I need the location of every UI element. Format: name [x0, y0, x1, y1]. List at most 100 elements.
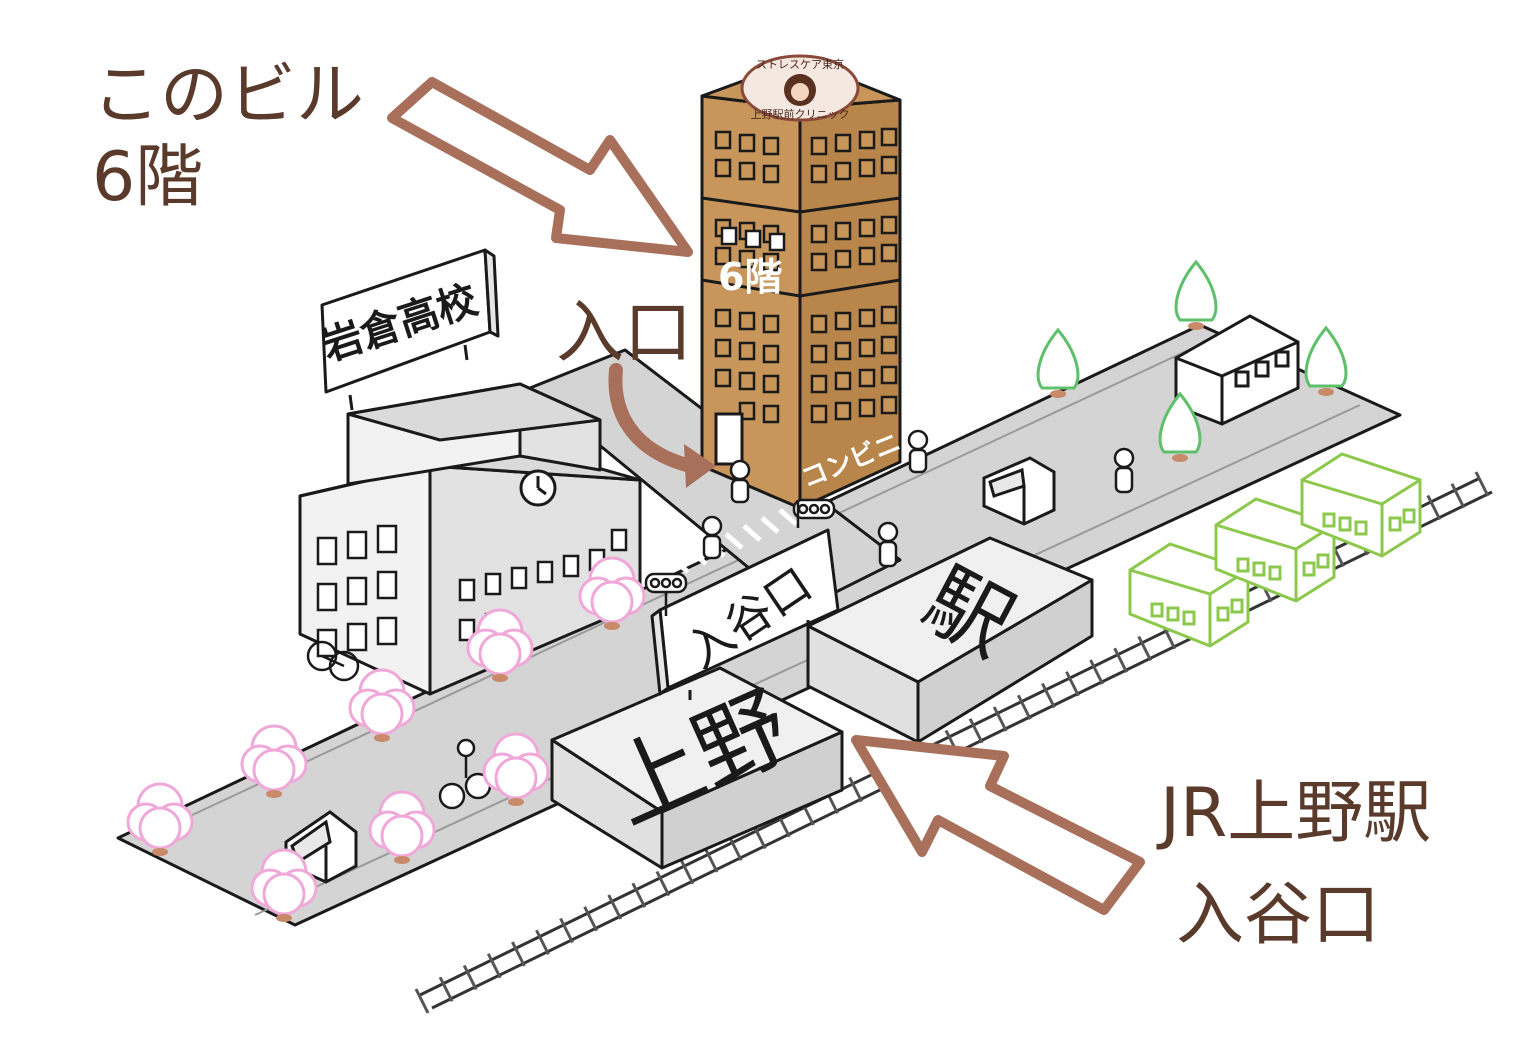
logo-top-text: ストレスケア東京 [756, 57, 844, 71]
train-car-window [1166, 606, 1180, 622]
building-window [762, 344, 780, 364]
school-window [346, 530, 368, 560]
ueno-station[interactable]: 駅 上野 入谷口 [550, 528, 1094, 870]
yamanote-train [1128, 452, 1422, 648]
building-window [880, 243, 898, 263]
school-window [536, 560, 554, 584]
rail-tie [1474, 471, 1490, 497]
building-window [858, 338, 876, 358]
tree-trunk [1188, 322, 1204, 330]
rail-tie [655, 870, 671, 897]
train-car-window [1316, 553, 1330, 569]
building-window [858, 130, 876, 150]
rail-tie [703, 847, 719, 873]
building-window [834, 221, 852, 241]
train-car-window [1354, 520, 1368, 536]
trees-cherry-blossom [126, 556, 646, 922]
tree-foliage [252, 748, 296, 792]
rail-tie [1041, 682, 1056, 709]
tree-foliage [380, 814, 424, 858]
rail-tie [486, 953, 502, 979]
school-window [610, 528, 628, 552]
train-car-window [1322, 512, 1336, 528]
building-window [714, 246, 732, 266]
cherry-tree-icon [348, 668, 416, 742]
building-window [858, 398, 876, 418]
tree-foliage [360, 692, 404, 736]
trees-green [1036, 259, 1348, 462]
building-window-lit [744, 229, 762, 249]
direction-arrows [387, 77, 1145, 915]
cherry-tree-icon [466, 608, 534, 682]
station-label-line2: 入谷口 [1176, 876, 1380, 955]
building-window [738, 133, 756, 153]
school-window [458, 618, 476, 642]
train-car-window [1230, 598, 1244, 614]
building-window [738, 371, 756, 391]
tree-icon [1158, 391, 1202, 462]
rail-tie [535, 929, 550, 955]
building-window [810, 164, 828, 184]
school-window [510, 566, 528, 590]
building-window-lit [720, 226, 738, 246]
station-label-line1: JR上野駅 [1156, 774, 1431, 853]
tree-trunk [374, 734, 390, 742]
school-window [458, 578, 476, 602]
tree-trunk [152, 848, 168, 856]
building-window [810, 252, 828, 272]
rail-tie [992, 706, 1008, 732]
building-floor-label: 6階 [718, 255, 782, 299]
rail-tie [559, 917, 574, 944]
tree-icon [1304, 325, 1348, 396]
building-window [714, 158, 732, 178]
tree-foliage [1036, 327, 1080, 390]
building-window [834, 371, 852, 391]
tree-trunk [1050, 390, 1066, 398]
rail-tie [1016, 694, 1032, 720]
building-entrance-door[interactable] [714, 412, 744, 466]
entrance-arrow-icon [608, 363, 697, 473]
tree-foliage [1158, 391, 1202, 454]
bicycle-icon [306, 640, 360, 682]
building-window [858, 368, 876, 388]
cherry-tree-icon [250, 848, 318, 922]
building-window [714, 338, 732, 358]
bus-icon [1174, 314, 1300, 426]
train-car-window [1338, 516, 1352, 532]
tree-trunk [492, 674, 508, 682]
building-window [762, 314, 780, 334]
tree-foliage [494, 756, 538, 800]
train-car-window [1216, 606, 1230, 622]
building-window [834, 311, 852, 331]
building-window [738, 341, 756, 361]
school-window [376, 524, 398, 554]
tree-trunk [394, 856, 410, 864]
rail-tie [1450, 483, 1466, 509]
building-window [810, 136, 828, 156]
train-car-edge [1215, 523, 1297, 551]
building-window [714, 308, 732, 328]
train-car-edge [1381, 478, 1421, 506]
train-car-window [1302, 561, 1316, 577]
rail-tie [1113, 647, 1128, 673]
building-window [880, 335, 898, 355]
train-car-window [1150, 602, 1164, 618]
building-window [858, 218, 876, 238]
rail-tie [679, 859, 695, 885]
building-window [880, 155, 898, 175]
building-window [880, 365, 898, 385]
target-building[interactable]: ストレスケア東京 上野駅前クリニック 6階 コンビニ [700, 54, 905, 510]
building-window [762, 374, 780, 394]
rail-tie [1089, 659, 1104, 685]
school-window [376, 616, 398, 646]
building-window [738, 161, 756, 181]
tree-trunk [276, 914, 292, 922]
building-window [762, 136, 780, 156]
tree-trunk [508, 798, 524, 806]
tree-foliage [1304, 325, 1348, 388]
tree-foliage [262, 872, 306, 916]
rail-tie [583, 906, 598, 932]
school-window [316, 582, 338, 612]
train-car-window [1388, 516, 1402, 532]
